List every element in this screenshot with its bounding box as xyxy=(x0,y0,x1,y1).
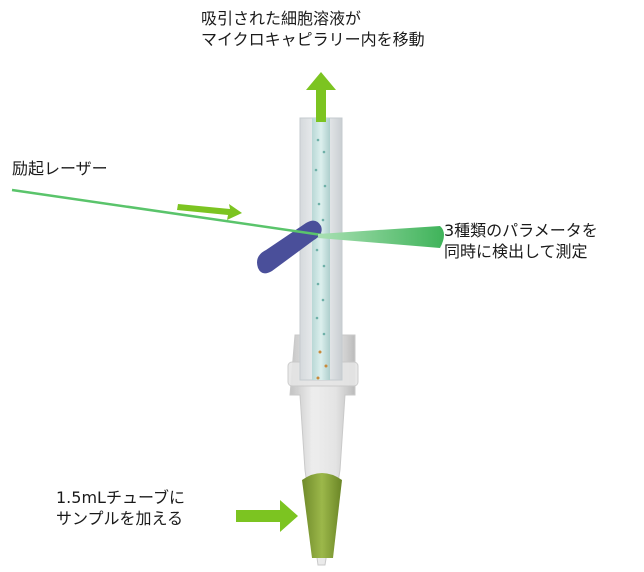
sample-particles xyxy=(316,350,328,380)
sample-caption-line1: 1.5mLチューブに xyxy=(56,488,185,507)
microcapillary xyxy=(299,117,343,381)
laser-label: 励起レーザー xyxy=(12,159,108,178)
sample-add-arrow xyxy=(236,500,298,532)
capillary-fluid xyxy=(312,118,330,380)
sample-caption-line2: サンプルを加える xyxy=(56,509,184,528)
cells xyxy=(314,138,327,336)
detection-caption-line1: 3種類のパラメータを xyxy=(444,221,598,240)
flow-up-arrow xyxy=(306,72,336,122)
signal-beam xyxy=(318,226,444,248)
laser-direction-arrow xyxy=(177,204,242,220)
capillary-caption-line1: 吸引された細胞溶液が xyxy=(201,9,362,28)
sample-caption: 1.5mLチューブに サンプルを加える xyxy=(56,487,185,529)
detection-caption-line2: 同時に検出して測定 xyxy=(444,242,588,261)
laser-beam xyxy=(11,188,323,237)
detection-caption: 3種類のパラメータを 同時に検出して測定 xyxy=(444,220,598,262)
capillary-caption: 吸引された細胞溶液が マイクロキャピラリー内を移動 xyxy=(201,8,425,50)
capillary-caption-line2: マイクロキャピラリー内を移動 xyxy=(201,30,425,49)
sample-liquid xyxy=(302,473,342,558)
